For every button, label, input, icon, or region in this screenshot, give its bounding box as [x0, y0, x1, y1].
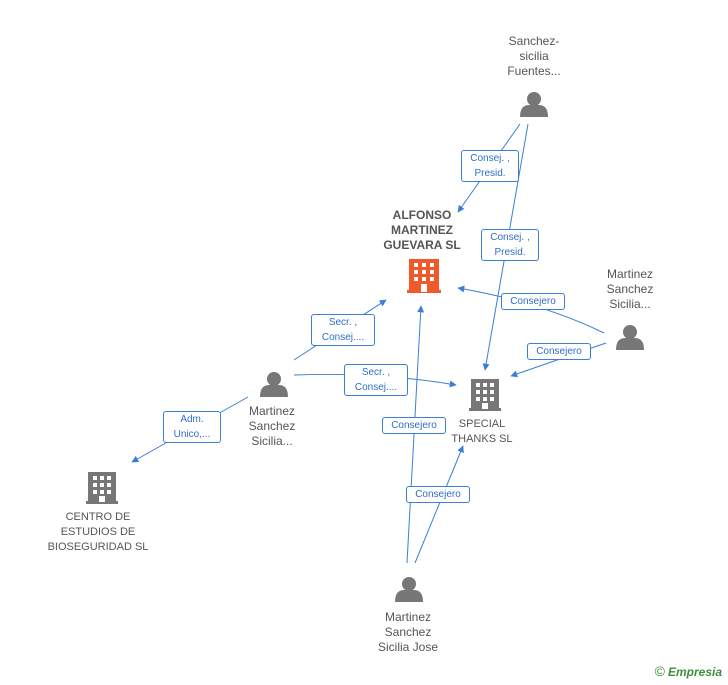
brand-logo-text: Empresia — [667, 665, 722, 679]
person-top-label[interactable]: Sanchez- sicilia Fuentes... — [507, 34, 561, 78]
person-icon[interactable] — [616, 325, 644, 350]
person-bottom-label[interactable]: Martinez Sanchez Sicilia Jose — [377, 610, 439, 654]
edge-label-top-main[interactable]: Consej. , Presid. — [461, 150, 519, 182]
person-icon[interactable] — [260, 372, 288, 397]
edge-label-right-main[interactable]: Consejero — [501, 293, 565, 310]
person-icon[interactable] — [520, 92, 548, 117]
building-icon[interactable] — [86, 472, 118, 504]
centro-label[interactable]: CENTRO DE ESTUDIOS DE BIOSEGURIDAD SL — [47, 511, 149, 553]
edge-label-right-special[interactable]: Consejero — [527, 343, 591, 360]
copyright-icon: © — [654, 663, 665, 679]
brand-footer: ©Empresia — [655, 663, 722, 679]
person-right-label[interactable]: Martinez Sanchez Sicilia... — [606, 267, 654, 311]
building-icon[interactable] — [407, 259, 441, 293]
edge-label-top-special[interactable]: Consej. , Presid. — [481, 229, 539, 261]
main-company-label[interactable]: ALFONSO MARTINEZ GUEVARA SL — [383, 208, 461, 252]
building-icon[interactable] — [469, 379, 501, 411]
special-thanks-label[interactable]: SPECIAL THANKS SL — [451, 418, 513, 445]
person-left-label[interactable]: Martinez Sanchez Sicilia... — [248, 404, 296, 448]
edge-label-bottom-special[interactable]: Consejero — [406, 486, 470, 503]
edge-label-bottom-main[interactable]: Consejero — [382, 417, 446, 434]
edge-label-left-special[interactable]: Secr. , Consej.... — [344, 364, 408, 396]
edge-bottom-special — [414, 445, 464, 564]
person-icon[interactable] — [395, 577, 423, 602]
edge-label-left-centro[interactable]: Adm. Unico,... — [163, 411, 221, 443]
edge-bottom-main — [406, 305, 425, 564]
edge-label-left-main[interactable]: Secr. , Consej.... — [311, 314, 375, 346]
